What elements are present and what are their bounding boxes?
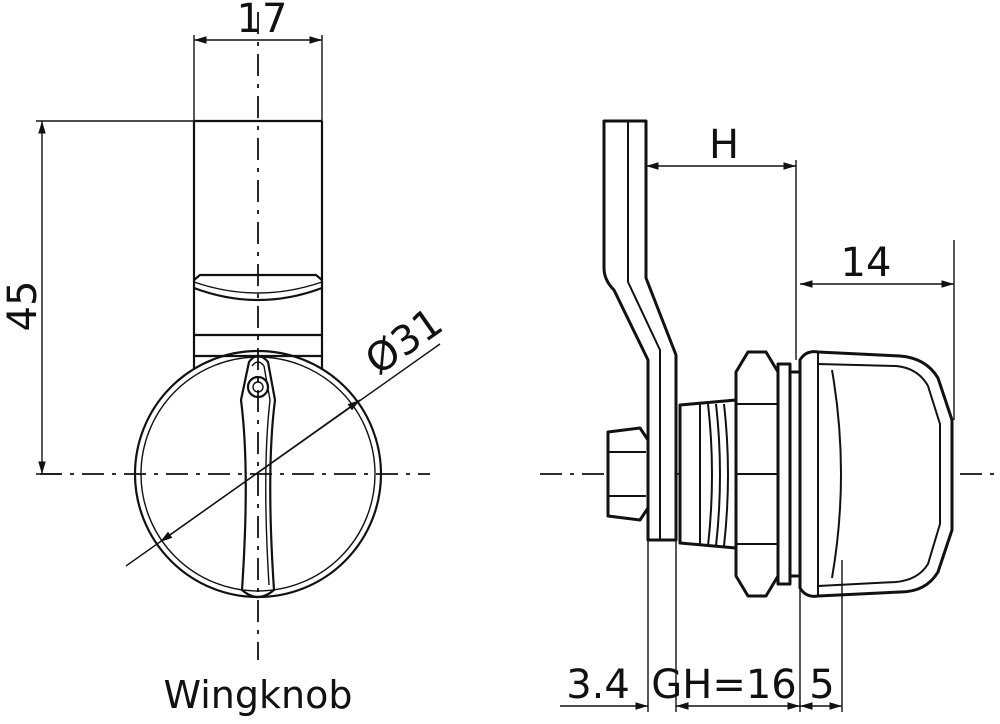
dim-knob-14: 14	[800, 240, 955, 420]
front-view-caption: Wingknob	[164, 673, 353, 717]
dim-knob-label: 14	[841, 240, 892, 286]
side-view: H 14 3.4 GH=16 5	[540, 119, 1000, 712]
dim-width-17: 17	[193, 0, 323, 121]
dim-bottom-c-label: 5	[809, 662, 834, 708]
threaded-body	[678, 398, 738, 550]
dim-width-label: 17	[237, 0, 288, 42]
hex-nut	[734, 350, 780, 598]
cam-plate	[602, 119, 678, 542]
dim-height-label: 45	[0, 281, 46, 332]
dim-diameter-31: Ø31	[125, 299, 451, 567]
dim-H: H	[646, 122, 797, 360]
cam-bar	[192, 119, 324, 370]
washer	[776, 362, 802, 586]
screw-nut	[606, 426, 650, 522]
dim-H-label: H	[709, 122, 739, 168]
dim-height-45: 45	[0, 120, 194, 475]
dim-bottom: 3.4 GH=16 5	[560, 540, 843, 712]
knob-body	[798, 350, 954, 598]
dim-bottom-a-label: 3.4	[566, 662, 630, 708]
front-view: 17 45 Ø31 Wingknob	[0, 0, 451, 717]
dim-bottom-b-label: GH=16	[651, 662, 797, 708]
dim-diameter-label: Ø31	[357, 299, 451, 384]
